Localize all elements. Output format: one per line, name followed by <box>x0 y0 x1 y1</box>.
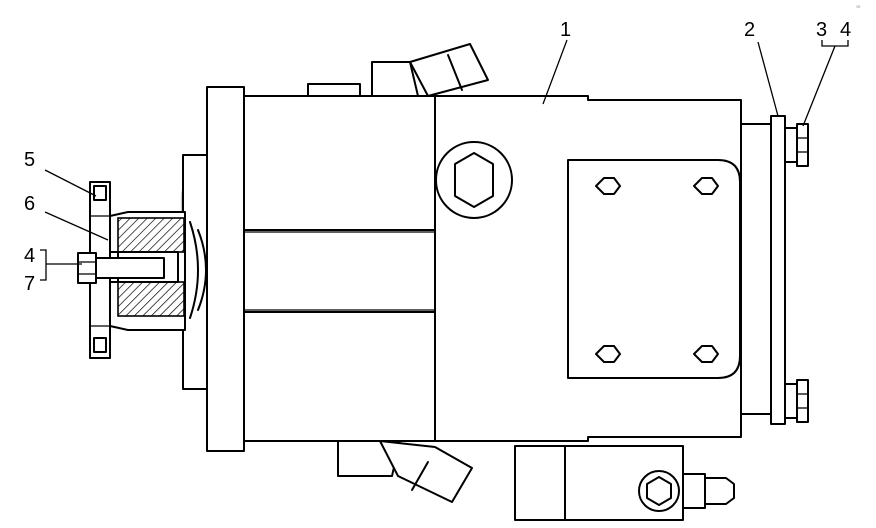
leader-lines <box>40 39 849 281</box>
top-fittings <box>307 43 489 97</box>
cover-plate <box>567 159 741 379</box>
callout-7: 7 <box>24 273 35 295</box>
corner-mark: ꟹ <box>856 5 861 12</box>
callout-2: 2 <box>744 19 755 41</box>
callout-4-top: 4 <box>840 19 851 41</box>
spigot-ring <box>182 154 208 390</box>
callout-6: 6 <box>24 193 35 215</box>
right-end-plate <box>740 115 809 425</box>
callout-labels: 1 2 3 4 4 5 6 7 <box>24 19 851 295</box>
callout-4-left: 4 <box>24 245 35 267</box>
callout-5: 5 <box>24 149 35 171</box>
left-flange-plate <box>206 86 245 452</box>
callout-3: 3 <box>816 19 827 41</box>
callout-1: 1 <box>560 19 571 41</box>
valve-block <box>514 445 735 521</box>
bottom-fittings <box>337 440 473 503</box>
shaft-bolt <box>77 252 165 284</box>
hex-plug <box>435 141 513 219</box>
